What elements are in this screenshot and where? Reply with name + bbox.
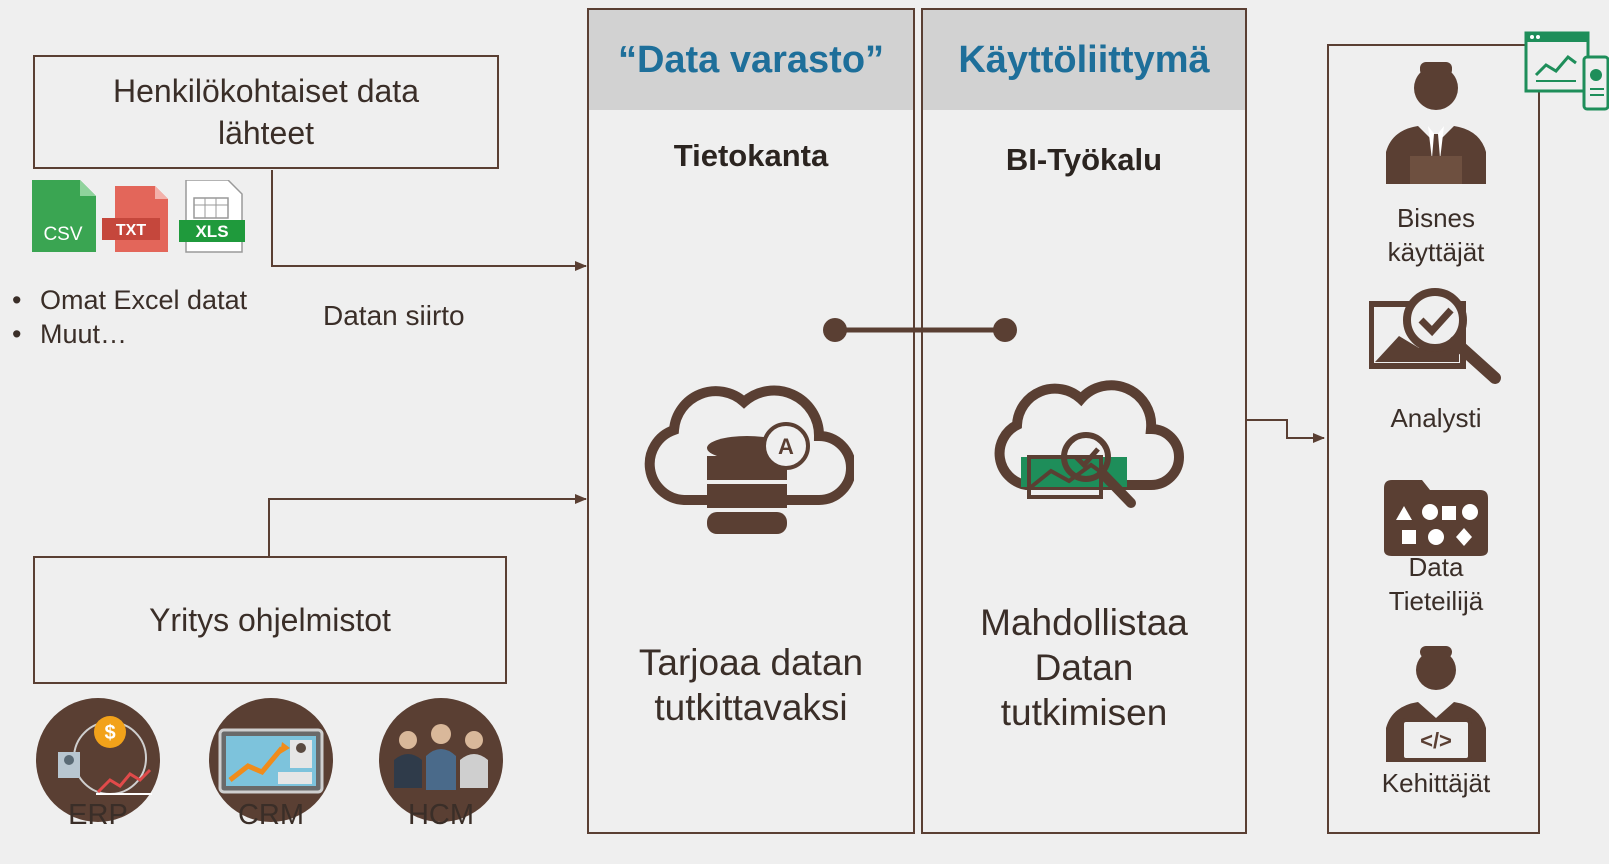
transfer-label: Datan siirto: [323, 300, 465, 331]
personal-sources-title: Henkilökohtaiset data lähteet: [113, 73, 419, 151]
role-line: Data: [1408, 552, 1464, 582]
ui-column: Käyttöliittymä BI-Työkalu Mahdollistaa D…: [921, 8, 1247, 834]
warehouse-subtitle: Tietokanta: [673, 138, 829, 173]
link-endpoint: [993, 318, 1017, 342]
personal-sources-box: Henkilökohtaiset data lähteet: [33, 55, 499, 169]
svg-text:$: $: [104, 722, 115, 744]
xls-file-icon: XLS: [179, 180, 245, 253]
role-line: Kehittäjät: [1381, 768, 1491, 798]
ui-desc-line: tutkimisen: [1000, 692, 1168, 733]
enterprise-sources-box: Yritys ohjelmistot: [33, 556, 507, 684]
role-line: Analysti: [1390, 403, 1482, 433]
ui-subtitle: BI-Työkalu: [1005, 142, 1163, 177]
svg-text:</>: </>: [1420, 728, 1452, 753]
erp-icon: $: [36, 698, 160, 822]
enterprise-sources-title: Yritys ohjelmistot: [149, 602, 391, 638]
warehouse-header: “Data varasto”: [589, 10, 913, 110]
xls-label: XLS: [195, 222, 228, 241]
txt-label: TXT: [116, 222, 146, 239]
ui-header: Käyttöliittymä: [923, 10, 1245, 110]
personal-to-warehouse-arrow: [271, 170, 587, 271]
enterprise-logos: $ ERP CRM HCM: [36, 698, 503, 826]
ui-desc-line: Datan: [1034, 647, 1134, 688]
hcm-icon: [379, 698, 503, 822]
crm-icon: [209, 698, 333, 822]
ui-desc-line: Mahdollistaa: [980, 602, 1188, 643]
warehouse-description: Tarjoaa datan tutkittavaksi: [589, 640, 913, 730]
file-icons: CSV TXT XLS: [32, 180, 245, 253]
link-endpoint: [823, 318, 847, 342]
dashboard-icon: [1524, 31, 1609, 111]
erp-label: ERP: [68, 799, 128, 826]
bullet-item: Muut…: [12, 317, 247, 351]
warehouse-desc-line: Tarjoaa datan: [638, 642, 864, 683]
business-user-icon: [1386, 62, 1486, 184]
role-label-data-scientist: Data Tieteilijä: [1336, 550, 1536, 618]
bullet-item: Omat Excel datat: [12, 283, 247, 317]
developer-icon: </>: [1386, 646, 1486, 762]
warehouse-desc-line: tutkittavaksi: [654, 687, 848, 728]
csv-label: CSV: [43, 224, 82, 245]
csv-file-icon: CSV: [32, 180, 96, 252]
ui-description: Mahdollistaa Datan tutkimisen: [923, 600, 1245, 735]
personal-sources-bullets: Omat Excel datat Muut…: [12, 283, 247, 351]
role-label-developer: Kehittäjät: [1336, 766, 1536, 800]
enterprise-to-warehouse-arrow: [268, 494, 587, 556]
svg-text:A: A: [778, 434, 794, 459]
data-scientist-icon: [1384, 480, 1488, 556]
warehouse-column: “Data varasto” Tietokanta A Tarjoaa data…: [587, 8, 915, 834]
role-label-business: Bisnes käyttäjät: [1336, 201, 1536, 269]
analyst-icon: [1369, 288, 1501, 384]
crm-label: CRM: [238, 799, 304, 826]
cloud-database-icon: A: [644, 385, 854, 534]
role-line: Tieteilijä: [1388, 586, 1484, 616]
ui-to-users-arrow: [1247, 419, 1325, 443]
users-column: Bisnes käyttäjät Analysti Data Tieteilij…: [1327, 44, 1540, 834]
role-line: käyttäjät: [1387, 237, 1485, 267]
hcm-label: HCM: [408, 799, 474, 826]
txt-file-icon: TXT: [102, 186, 168, 252]
role-line: Bisnes: [1396, 203, 1476, 233]
cloud-analytics-icon: [994, 380, 1184, 508]
role-label-analyst: Analysti: [1336, 401, 1536, 435]
